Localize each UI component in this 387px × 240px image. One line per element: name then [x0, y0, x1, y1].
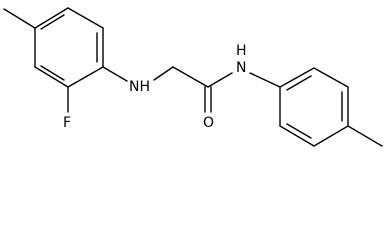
amide-aryl-bond: [249, 72, 281, 88]
chemical-structure-diagram: F NH O N H: [3, 7, 383, 147]
fluorine-label: F: [63, 115, 71, 131]
bond: [313, 67, 349, 88]
bond: [67, 7, 104, 29]
amine-methylene-bond: [153, 66, 174, 81]
aryl-amine-bond: [102, 66, 128, 82]
left-aryl-ring: [34, 7, 104, 88]
bond: [67, 66, 104, 88]
amide-n-label: N: [236, 60, 246, 76]
double-bond-inner: [286, 75, 312, 91]
double-bond-inner: [286, 123, 312, 139]
amide-h-label: H: [236, 43, 247, 59]
right-aryl-ring: [279, 67, 349, 147]
bond: [34, 7, 69, 29]
methylene-carbonyl-bond: [172, 66, 209, 88]
bond: [279, 125, 315, 147]
bond: [34, 66, 69, 88]
oxygen-label: O: [203, 115, 214, 131]
bond: [313, 125, 349, 147]
carbonyl-amide-bond: [207, 72, 233, 88]
left-methyl-bond: [3, 8, 36, 29]
double-bond-inner: [40, 14, 65, 30]
amine-nh-label: NH: [129, 79, 150, 95]
bond: [279, 67, 315, 88]
double-bond-inner: [40, 65, 65, 81]
right-methyl-bond: [347, 125, 383, 147]
